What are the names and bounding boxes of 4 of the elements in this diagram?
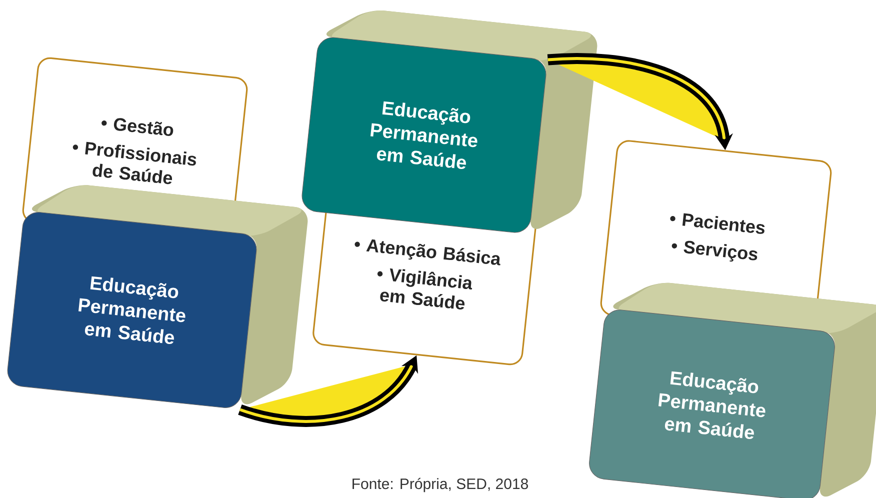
block: Educação Permanente em Saúde: [302, 10, 598, 233]
block: Educação Permanente em Saúde: [589, 282, 876, 498]
block: Educação Permanente em Saúde: [7, 185, 308, 408]
source-caption: Fonte: Própria, SED, 2018: [352, 478, 528, 492]
